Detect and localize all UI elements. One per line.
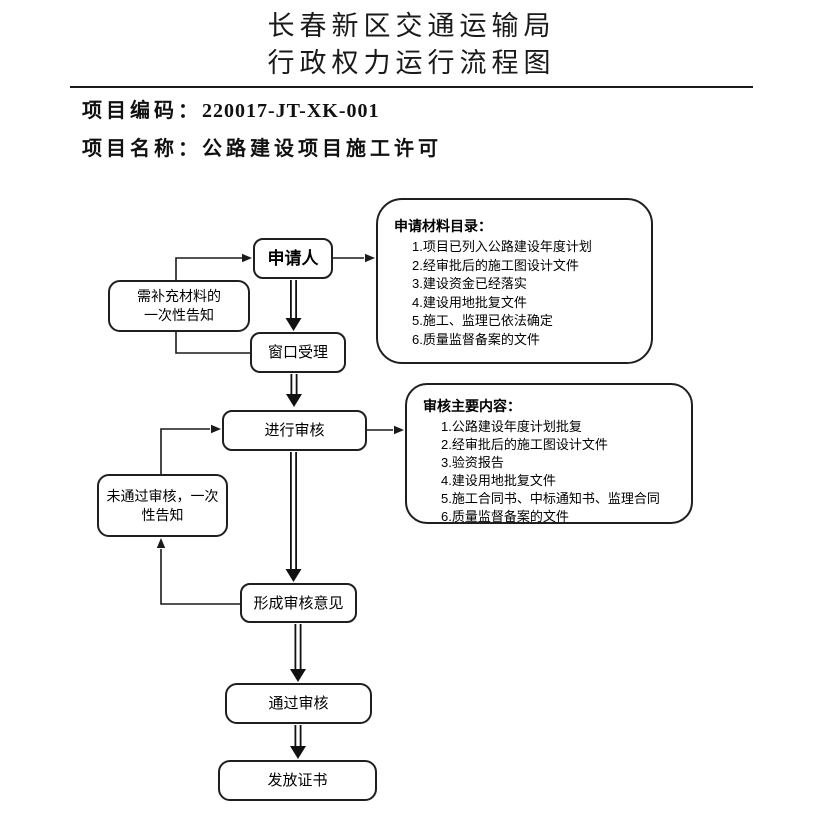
double-arrow-window-to-review [290, 374, 298, 395]
arrowhead-solid [290, 669, 306, 682]
node-label: 形成审核意见 [253, 594, 344, 612]
node-pass-review: 通过审核 [225, 683, 372, 724]
node-label: 进行审核 [264, 422, 325, 439]
callout-header: 申请材料目录： [394, 218, 492, 234]
node-label: 通过审核 [268, 695, 329, 712]
list-item: 4.建设用地批复文件 [412, 294, 527, 310]
arrowhead-solid [286, 394, 302, 407]
arrowhead-solid [285, 318, 302, 331]
arrow-failnotice-to-review [160, 428, 210, 474]
page-title: 长春新区交通运输局 行政权力运行流程图 [0, 8, 823, 82]
node-form-opinion: 形成审核意见 [240, 583, 357, 623]
callout-review-content: 审核主要内容： 1.公路建设年度计划批复 2.经审批后的施工图设计文件 3.验资报告… [405, 383, 693, 524]
node-conduct-review: 进行审核 [222, 410, 367, 451]
list-item: 2.经审批后的施工图设计文件 [441, 437, 608, 452]
node-label-line: 一次性告知 [144, 307, 214, 323]
double-arrow-review-to-opinion [290, 452, 297, 570]
list-item: 3.验资报告 [441, 455, 504, 470]
list-item: 4.建设用地批复文件 [441, 473, 556, 488]
callout-materials-catalog: 申请材料目录： 1.项目已列入公路建设年度计划 2.经审批后的施工图设计文件 3.建… [376, 198, 653, 364]
node-issue-certificate: 发放证书 [218, 760, 377, 801]
title-line-2: 行政权力运行流程图 [267, 48, 556, 78]
project-name-value: 公路建设项目施工许可 [202, 138, 442, 160]
arrowhead [394, 425, 404, 435]
project-code-label: 项目编码： [82, 100, 202, 122]
project-name-row: 项目名称：公路建设项目施工许可 [82, 132, 442, 161]
callout-item-list: 1.公路建设年度计划批复 2.经审批后的施工图设计文件 3.验资报告 4.建设用地批复… [441, 418, 681, 526]
project-name-label: 项目名称： [82, 138, 202, 160]
node-label: 申请人 [267, 249, 319, 268]
node-label: 发放证书 [267, 772, 328, 789]
list-item: 6.质量监督备案的文件 [441, 509, 569, 524]
double-arrow-pass-to-issue [294, 725, 302, 747]
node-fail-notice: 未通过审核，一次 性告知 [97, 474, 228, 537]
double-arrow-applicant-to-window [290, 280, 297, 319]
list-item: 5.施工合同书、中标通知书、监理合同 [441, 491, 660, 506]
list-item: 1.公路建设年度计划批复 [441, 419, 582, 434]
list-item: 3.建设资金已经落实 [412, 276, 527, 291]
arrowhead [211, 424, 221, 434]
title-underline [70, 86, 753, 88]
callout-header: 审核主要内容： [423, 398, 521, 414]
title-line-1: 长春新区交通运输局 [267, 11, 556, 41]
node-label-line: 未通过审核，一次 [106, 487, 219, 504]
node-label-line: 性告知 [141, 506, 184, 523]
list-item: 6.质量监督备案的文件 [412, 331, 540, 347]
callout-item-list: 1.项目已列入公路建设年度计划 2.经审批后的施工图设计文件 3.建设资金已经落实 4… [412, 238, 639, 349]
node-label-line: 需补充材料的 [137, 288, 221, 304]
arrowhead-solid [290, 746, 306, 759]
node-supplement-notice: 需补充材料的 一次性告知 [108, 280, 250, 332]
project-code-value: 220017-JT-XK-001 [202, 100, 380, 122]
project-code-row: 项目编码：220017-JT-XK-001 [82, 94, 379, 123]
arrowhead [156, 538, 166, 548]
arrowhead-solid [285, 569, 302, 582]
node-applicant: 申请人 [253, 238, 333, 279]
double-arrow-opinion-to-pass [294, 624, 302, 670]
node-label: 窗口受理 [267, 344, 328, 361]
list-item: 5.施工、监理已依法确定 [412, 313, 553, 328]
list-item: 1.项目已列入公路建设年度计划 [412, 239, 592, 254]
arrow-opinion-to-failnotice [160, 549, 240, 605]
arrowhead [365, 253, 375, 263]
arrowhead [242, 253, 252, 263]
list-item: 2.经审批后的施工图设计文件 [412, 257, 579, 273]
node-window-acceptance: 窗口受理 [250, 332, 346, 373]
